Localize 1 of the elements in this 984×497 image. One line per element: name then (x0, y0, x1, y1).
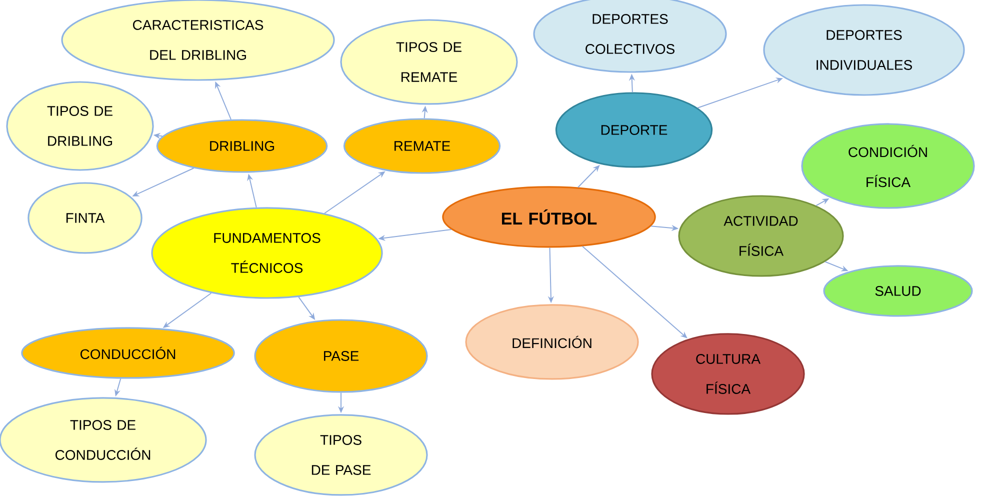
arrow (582, 246, 688, 338)
